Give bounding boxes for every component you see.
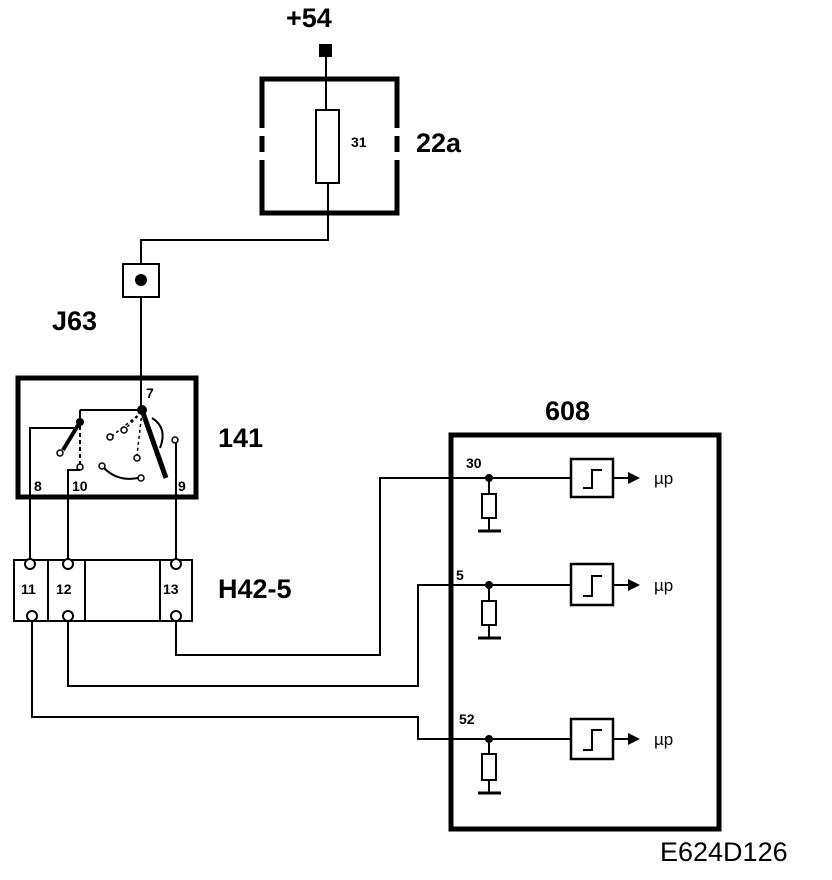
ecu-pin-30-label: 30 xyxy=(466,455,482,471)
switch-label: 141 xyxy=(218,423,263,453)
fuse-element xyxy=(315,109,340,184)
ecu-pin-5-label: 5 xyxy=(456,567,464,583)
switch-wiper xyxy=(139,409,169,479)
tb-pin-13-label: 13 xyxy=(163,581,179,597)
terminal-block-label: H42-5 xyxy=(218,574,292,604)
supply-terminal xyxy=(319,44,332,57)
ecu-channel-52 xyxy=(452,717,640,795)
connector-label: J63 xyxy=(52,306,97,336)
wire-12-to-5 xyxy=(67,584,452,687)
fuse-box-22a xyxy=(259,76,400,238)
terminal-block-h42-5 xyxy=(13,558,193,622)
switch-pin-8-label: 8 xyxy=(34,478,42,494)
mp-label-52: µp xyxy=(654,730,673,749)
mp-label-5: µp xyxy=(654,576,673,595)
tb-pin-11-label: 11 xyxy=(21,581,36,597)
fuse-box-label: 22a xyxy=(416,128,462,158)
fuse-number-label: 31 xyxy=(351,134,367,150)
connector-j63 xyxy=(122,263,160,298)
ecu-channel-30 xyxy=(452,457,640,533)
switch-pin-7-label: 7 xyxy=(146,385,154,401)
ecu-608 xyxy=(448,432,722,832)
wire-11-to-52 xyxy=(31,621,452,740)
mp-label-30: µp xyxy=(654,469,673,488)
ecu-pin-52-label: 52 xyxy=(459,711,475,727)
switch-pin-10-label: 10 xyxy=(72,478,88,494)
connector-j63-pin xyxy=(135,274,147,286)
wire-13-to-30 xyxy=(175,477,452,656)
ecu-label: 608 xyxy=(545,396,590,426)
ecu-channel-5 xyxy=(452,562,640,640)
supply-label: +54 xyxy=(286,3,332,33)
drawing-id: E624D126 xyxy=(660,837,788,867)
switch-141 xyxy=(15,375,199,500)
switch-pin-9-label: 9 xyxy=(178,478,186,494)
tb-pin-12-label: 12 xyxy=(56,581,72,597)
